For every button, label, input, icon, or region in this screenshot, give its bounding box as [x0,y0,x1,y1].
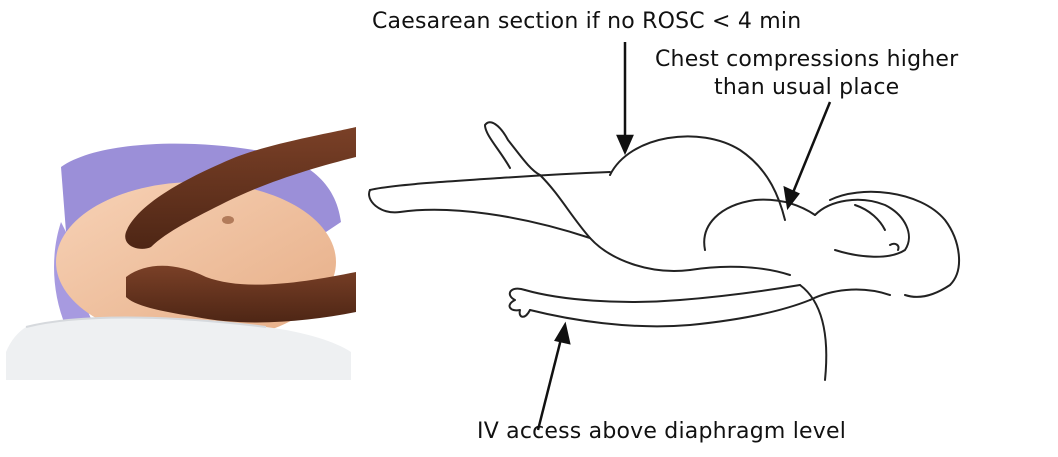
abdomen-palpation-photo [6,112,356,382]
extended-arm [525,285,800,302]
raised-leg [485,122,540,175]
caesarean-annotation: Caesarean section if no ROSC < 4 min [372,8,801,36]
hand [510,289,530,317]
navel [222,216,234,224]
abdomen-outline [610,136,785,220]
chest-annotation-line2: than usual place [655,74,958,102]
iv-arrow [538,335,562,430]
chest-annotation-line1: Chest compressions higher [655,46,958,74]
iv-access-annotation: IV access above diaphragm level [477,418,846,446]
chest-outline [704,200,815,250]
chest-arrow [792,102,830,195]
extended-leg [370,172,610,190]
chest-compressions-annotation: Chest compressions higher than usual pla… [655,46,958,102]
